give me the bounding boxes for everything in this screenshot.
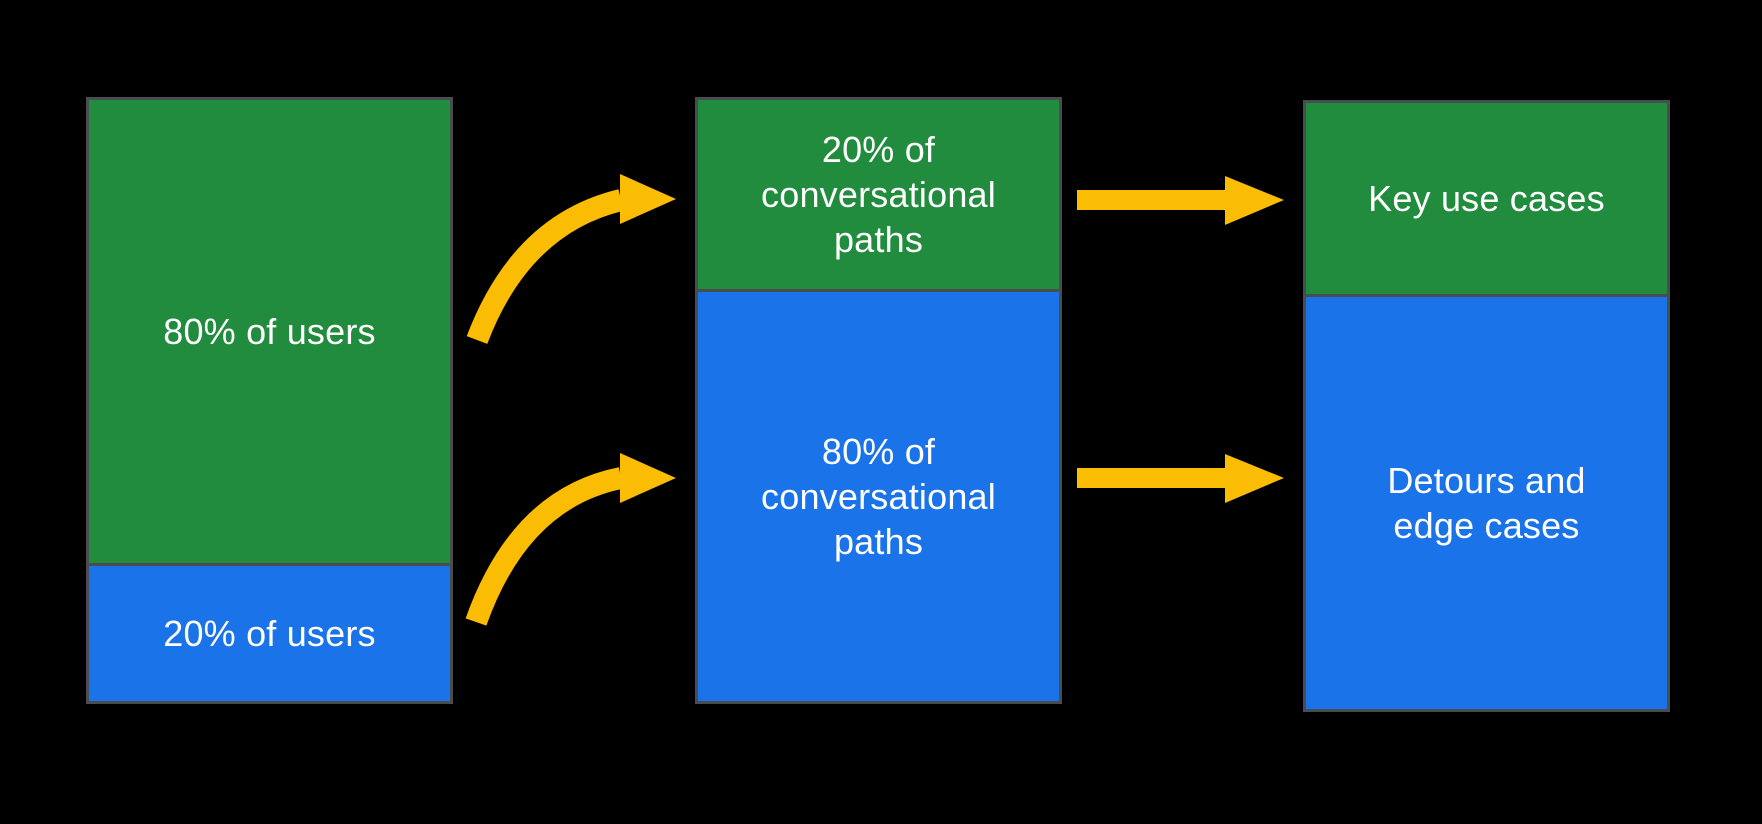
detours-edge-cases-label: Detours and edge cases	[1387, 459, 1586, 546]
paths-minority-label: 20% of conversational paths	[761, 129, 996, 261]
paths-column: 20% of conversational paths 80% of conve…	[695, 97, 1062, 704]
users-majority-label: 80% of users	[163, 310, 376, 352]
curved-arrow-top-shaft	[466, 189, 624, 344]
straight-arrow-top-head-icon	[1225, 176, 1284, 225]
paths-majority-segment: 80% of conversational paths	[698, 289, 1059, 701]
users-majority-segment: 80% of users	[89, 100, 450, 563]
users-minority-label: 20% of users	[163, 612, 376, 654]
users-column: 80% of users 20% of users	[86, 97, 453, 704]
key-use-cases-label: Key use cases	[1368, 177, 1605, 219]
paths-minority-segment: 20% of conversational paths	[698, 100, 1059, 290]
curved-arrow-top-head-icon	[620, 174, 676, 224]
key-use-cases-segment: Key use cases	[1306, 103, 1667, 294]
detours-edge-cases-segment: Detours and edge cases	[1306, 293, 1667, 709]
paths-majority-label: 80% of conversational paths	[761, 431, 996, 563]
curved-arrow-bottom-head-icon	[620, 453, 676, 503]
straight-arrow-bottom-head-icon	[1225, 454, 1284, 503]
users-minority-segment: 20% of users	[89, 562, 450, 701]
outcomes-column: Key use cases Detours and edge cases	[1303, 100, 1670, 712]
curved-arrow-bottom-shaft	[465, 467, 624, 626]
